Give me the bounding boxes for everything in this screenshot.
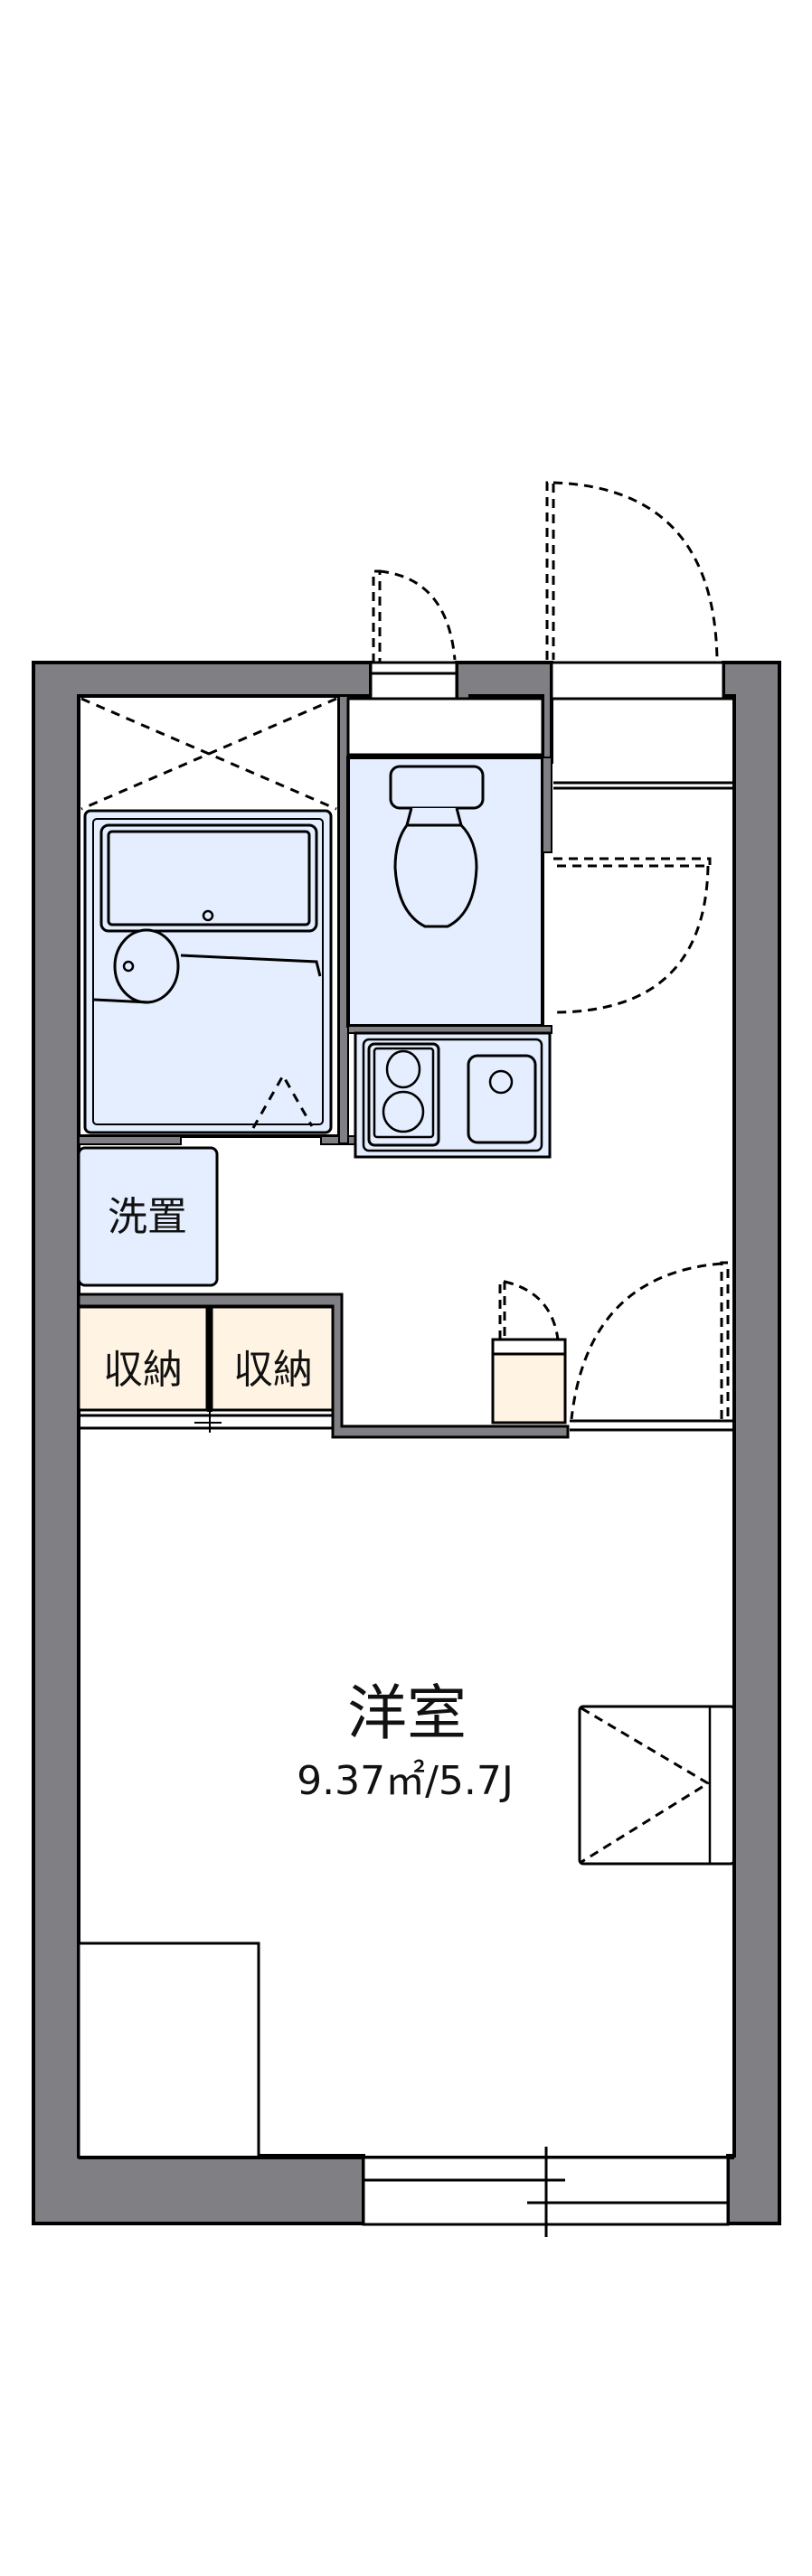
main-room-label: 洋室 — [347, 1678, 467, 1748]
storage-right-label: 収納 — [233, 1347, 313, 1393]
washer-space: 洗置 — [77, 1146, 219, 1287]
washer-label: 洗置 — [108, 1194, 187, 1240]
storage-left-label: 収納 — [103, 1347, 183, 1393]
storage-right — [210, 1305, 335, 1412]
stove — [367, 1042, 440, 1147]
bathtub — [99, 823, 318, 933]
sliding-window — [362, 2147, 730, 2237]
room-door-swing-icon — [570, 1261, 734, 1432]
toilet-door-swing-icon — [552, 857, 712, 1014]
main-room: 洋室 9.37㎡/5.7J — [297, 1678, 514, 1804]
bottom-left-box — [77, 1941, 260, 2159]
shoe-box — [491, 1280, 567, 1424]
bathroom — [77, 694, 358, 1145]
main-room-area: 9.37㎡/5.7J — [297, 1758, 514, 1804]
air-conditioner — [578, 1705, 736, 1866]
sink — [467, 1054, 537, 1144]
entrance-door-swing-icon — [545, 481, 719, 661]
window-swing-icon — [372, 569, 457, 663]
entrance-opening — [550, 661, 734, 790]
closet-area: 収納 収納 — [77, 1293, 570, 1439]
toilet — [389, 765, 485, 928]
toilet-room — [346, 697, 552, 1034]
kitchen — [354, 1031, 552, 1159]
